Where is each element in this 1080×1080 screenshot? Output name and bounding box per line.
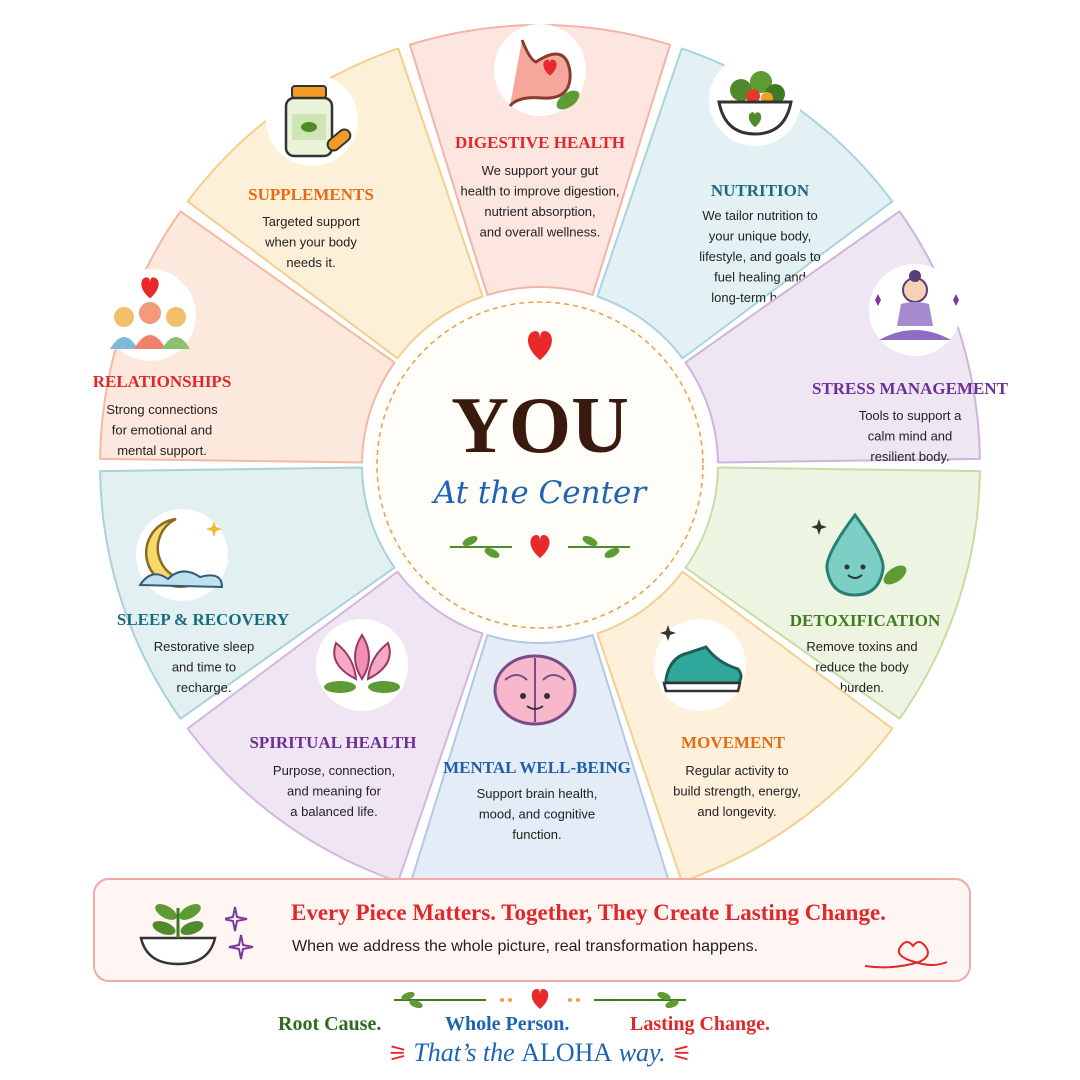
segment-relationships-desc-line: mental support.: [117, 443, 207, 458]
segment-stress-desc-line: resilient body.: [870, 449, 949, 464]
segment-stress-desc-line: calm mind and: [868, 429, 953, 444]
segment-mental-desc-line: Support brain health,: [477, 786, 598, 801]
segment-relationships-shape: [99, 210, 396, 464]
segment-detox-desc-line: reduce the body: [815, 660, 909, 675]
segment-movement-title: MOVEMENT: [681, 733, 786, 752]
tagline-lasting-change: Lasting Change.: [630, 1013, 771, 1035]
segment-stress-desc-line: Tools to support a: [859, 408, 962, 423]
aloha-right-accent: ⚟: [672, 1041, 692, 1066]
tagline-whole-person: Whole Person.: [445, 1013, 570, 1035]
aloha-prefix: That’s the: [413, 1038, 515, 1067]
banner-subtitle: When we address the whole picture, real …: [292, 938, 759, 955]
segment-supplements: SUPPLEMENTS Targeted support when your bod…: [186, 47, 484, 360]
segment-movement-desc-line: and longevity.: [697, 804, 776, 819]
segment-digestive: DIGESTIVE HEALTH We support your gut healt…: [408, 24, 672, 296]
moon-icon: [136, 509, 228, 601]
center-bottom-heart-icon: [530, 535, 550, 559]
segment-relationships: RELATIONSHIPS Strong connections for emoti…: [93, 210, 396, 464]
segment-spiritual-shape: [186, 570, 484, 880]
brain-icon: [493, 654, 577, 726]
center-title: YOU: [451, 382, 629, 470]
segment-mental-desc-line: function.: [512, 827, 561, 842]
bottom-banner: Every Piece Matters. Together, They Crea…: [93, 878, 971, 982]
segment-stress-title: STRESS MANAGEMENT: [812, 379, 1009, 398]
segment-relationships-title: RELATIONSHIPS: [93, 372, 232, 391]
segment-supplements-title: SUPPLEMENTS: [248, 185, 374, 204]
segment-spiritual-desc-line: Purpose, connection,: [273, 763, 395, 778]
aloha-suffix: way.: [618, 1038, 666, 1067]
segment-detox: DETOXIFICATION Remove toxins and reduce th…: [684, 466, 981, 720]
aloha-brand: ALOHA: [521, 1038, 613, 1067]
meditation-icon: [869, 264, 961, 356]
supplement-bottle-icon: [266, 74, 358, 166]
segment-nutrition-desc-line: lifestyle, and goals to: [699, 249, 820, 264]
segment-detox-desc-line: Remove toxins and: [806, 639, 917, 654]
segment-spiritual: SPIRITUAL HEALTH Purpose, connection, and …: [186, 570, 484, 880]
segment-supplements-desc-line: when your body: [264, 235, 357, 250]
segment-digestive-shape: [408, 24, 672, 296]
plant-bowl-icon: [139, 904, 217, 966]
segment-sleep-desc-line: and time to: [172, 660, 236, 675]
segment-nutrition-title: NUTRITION: [711, 181, 810, 200]
segment-movement: MOVEMENT Regular activity to build strengt…: [596, 570, 894, 880]
aloha-tagline: ⚞ That’s the ALOHA way. ⚟: [0, 1038, 1080, 1068]
heart-squiggle-icon: [864, 941, 948, 969]
segment-supplements-desc-line: needs it.: [286, 255, 335, 270]
segment-nutrition-desc-line: fuel healing and: [714, 270, 806, 285]
segment-movement-desc-line: build strength, energy,: [673, 784, 801, 799]
segment-sleep: SLEEP & RECOVERY Restorative sleep and tim…: [99, 466, 396, 720]
segment-nutrition: NUTRITION We tailor nutrition to your uniq…: [596, 47, 894, 360]
tagline-root-cause: Root Cause.: [278, 1013, 382, 1035]
segment-movement-desc-line: Regular activity to: [685, 763, 788, 778]
banner-title: Every Piece Matters. Together, They Crea…: [291, 900, 886, 925]
segment-spiritual-desc-line: and meaning for: [287, 784, 382, 799]
sparkle-icon: [225, 906, 254, 960]
segment-nutrition-desc-line: your unique body,: [709, 229, 811, 244]
divider-vine: [394, 989, 686, 1009]
segment-digestive-desc-line: We support your gut: [482, 163, 599, 178]
segment-detox-shape: [684, 466, 981, 720]
segment-sleep-title: SLEEP & RECOVERY: [117, 610, 289, 629]
segment-spiritual-title: SPIRITUAL HEALTH: [249, 733, 416, 752]
segment-mental: MENTAL WELL-BEING Support brain health, mo…: [410, 634, 670, 880]
center-hub: YOU At the Center: [364, 289, 716, 641]
segment-nutrition-desc-line: We tailor nutrition to: [702, 208, 817, 223]
water-drop-icon: [811, 512, 907, 597]
stomach-icon: [494, 24, 586, 116]
center-subtitle: At the Center: [431, 475, 649, 511]
salad-bowl-icon: [709, 54, 801, 146]
segment-digestive-desc-line: and overall wellness.: [480, 225, 601, 240]
segment-supplements-desc-line: Targeted support: [262, 214, 360, 229]
center-vine-divider: [450, 536, 630, 558]
sneaker-icon: [654, 619, 746, 711]
segment-sleep-desc-line: Restorative sleep: [154, 639, 254, 654]
segment-detox-desc-line: burden.: [840, 680, 884, 695]
segment-spiritual-desc-line: a balanced life.: [290, 804, 377, 819]
segment-supplements-shape: [186, 47, 484, 360]
segment-mental-shape: [410, 634, 670, 880]
segment-mental-desc-line: mood, and cognitive: [479, 807, 595, 822]
segment-digestive-title: DIGESTIVE HEALTH: [455, 133, 625, 152]
wellness-wheel: DIGESTIVE HEALTH We support your gut healt…: [93, 24, 1009, 880]
people-heart-icon: [104, 269, 196, 361]
segment-detox-title: DETOXIFICATION: [790, 611, 941, 630]
segment-relationships-desc-line: Strong connections: [106, 402, 218, 417]
segment-sleep-desc-line: recharge.: [177, 680, 232, 695]
lotus-icon: [316, 619, 408, 711]
aloha-left-accent: ⚞: [388, 1041, 414, 1066]
segment-digestive-desc-line: health to improve digestion,: [461, 184, 620, 199]
segment-mental-title: MENTAL WELL-BEING: [443, 758, 631, 777]
segment-digestive-desc-line: nutrient absorption,: [484, 204, 595, 219]
segment-stress: STRESS MANAGEMENT Tools to support a calm …: [684, 210, 1009, 464]
segment-relationships-desc-line: for emotional and: [112, 423, 212, 438]
center-top-heart-icon: [528, 331, 552, 361]
